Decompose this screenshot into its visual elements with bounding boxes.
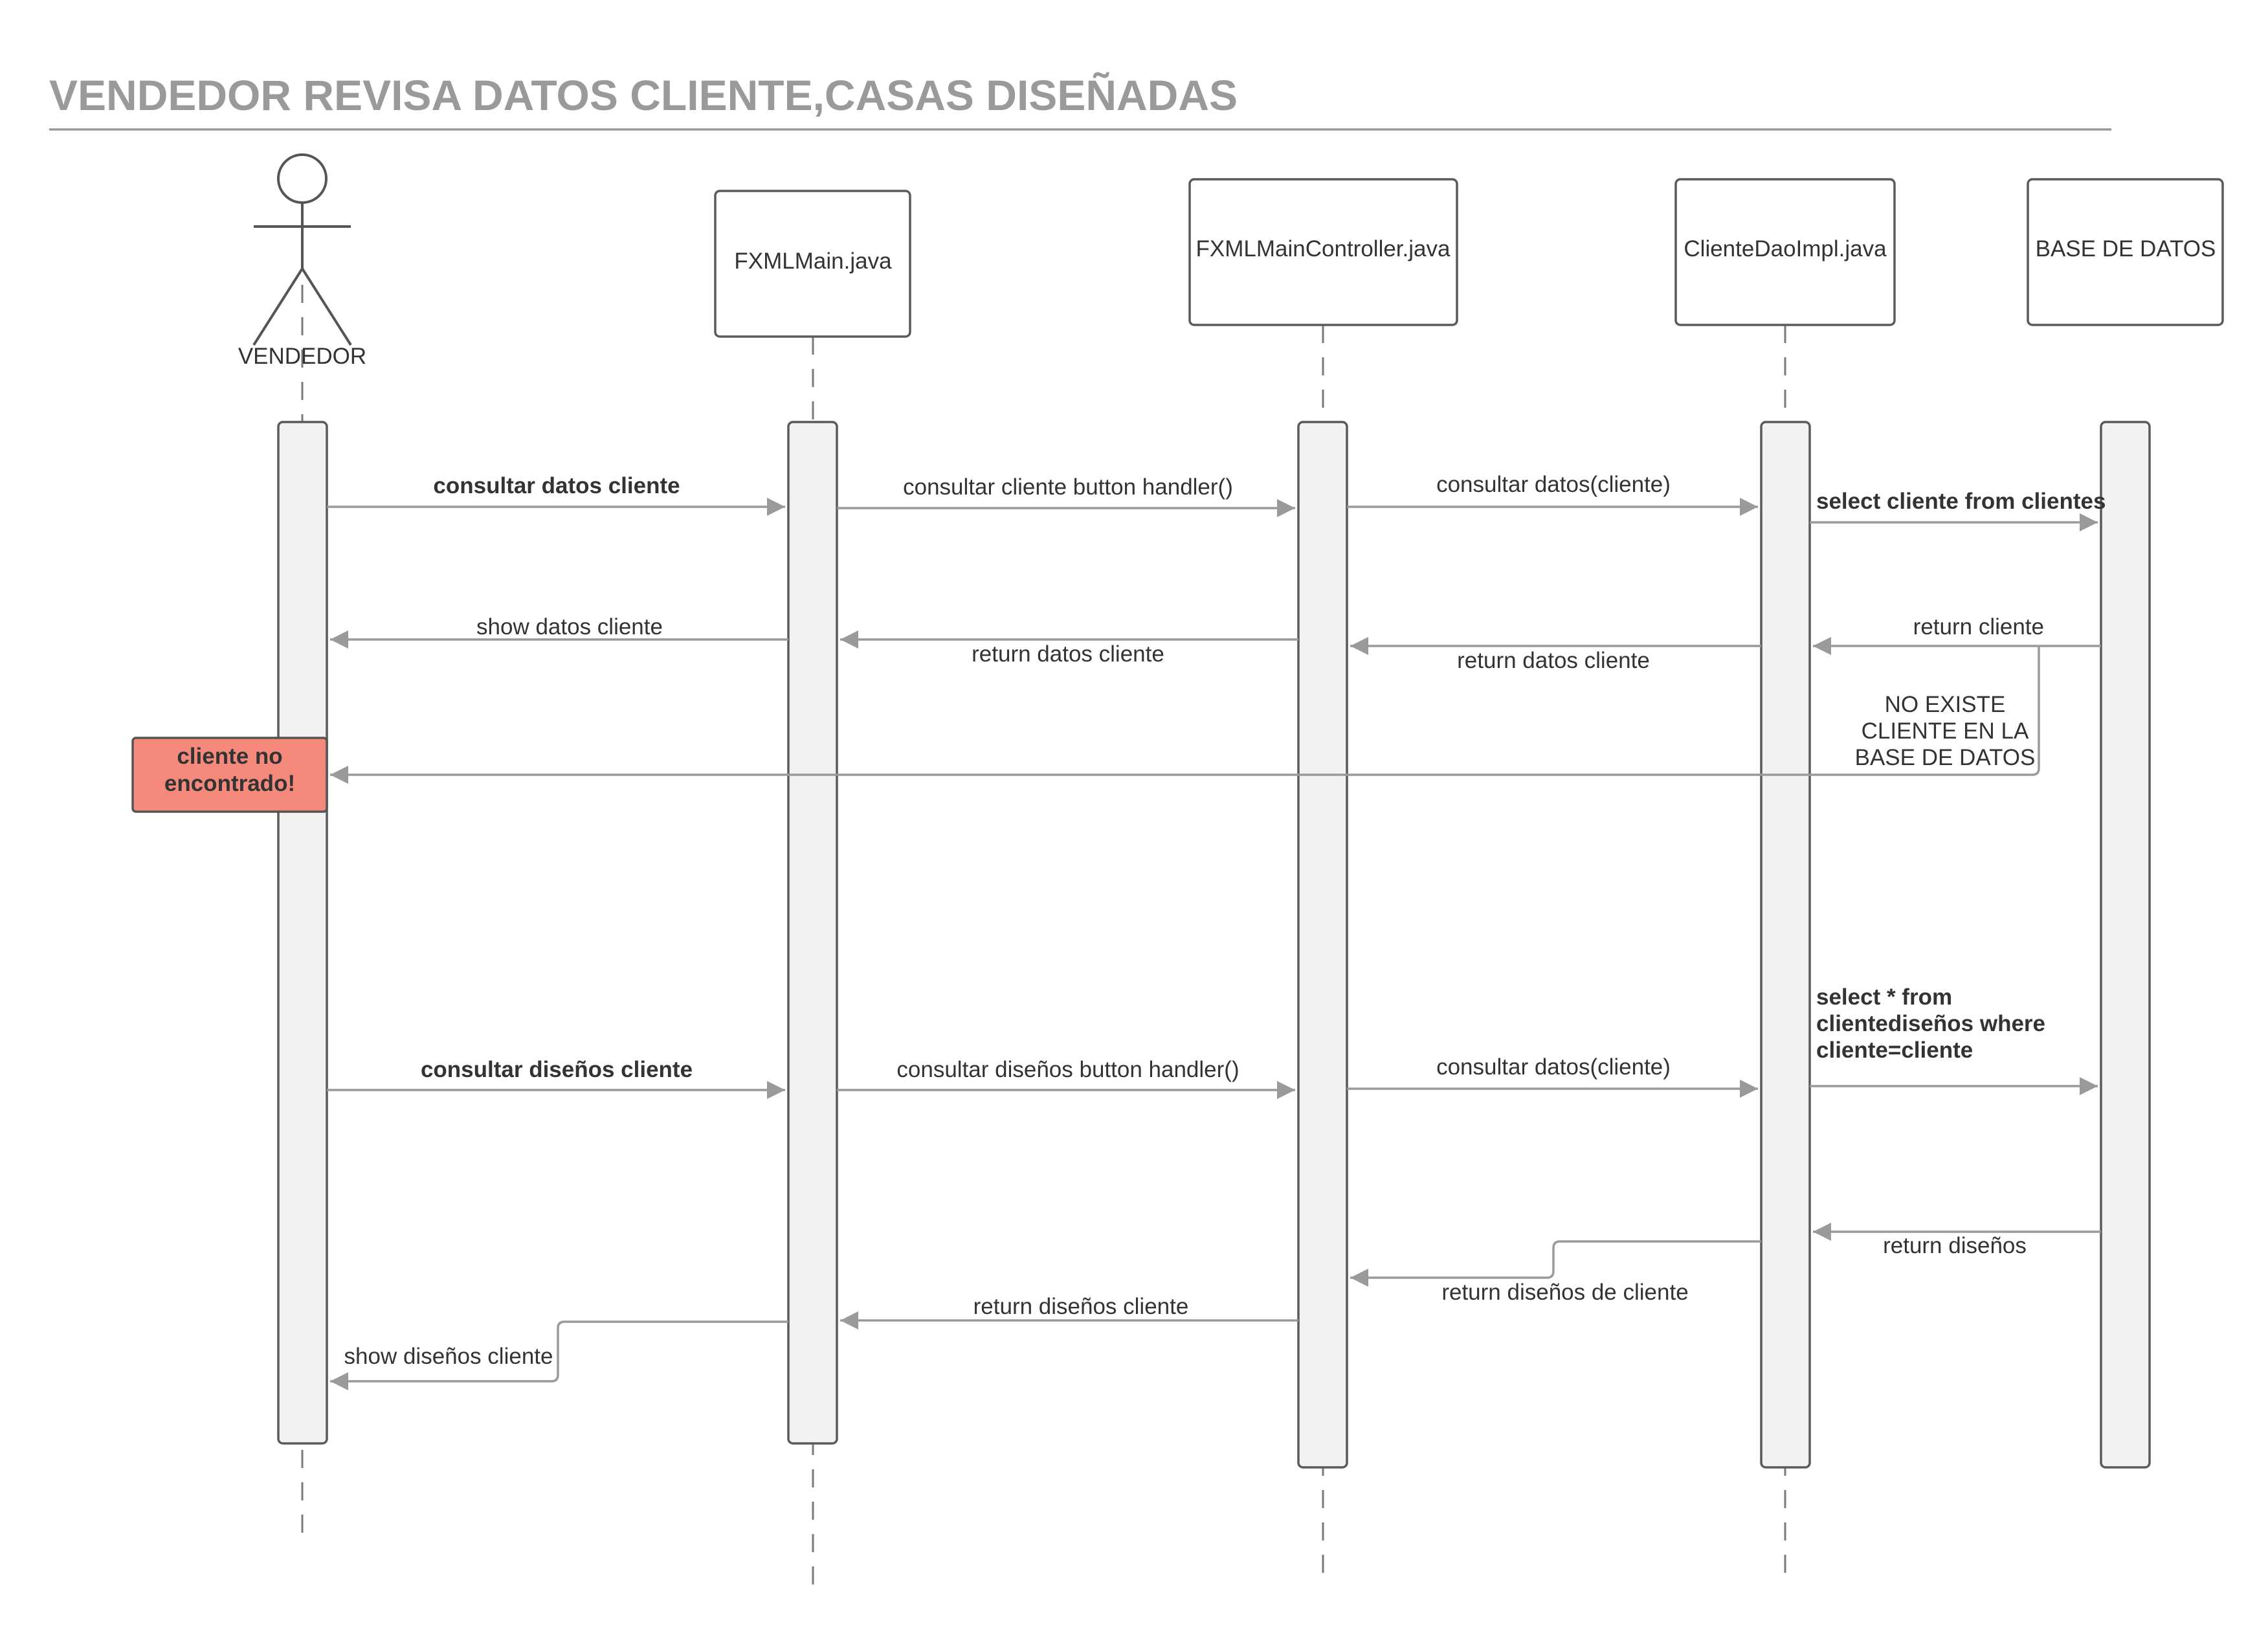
- participant-box-controller: [1188, 178, 1458, 326]
- participant-label-dao: ClienteDaoImpl.java: [1684, 236, 1887, 261]
- participant-box-db: [2027, 178, 2224, 326]
- note-line-1: cliente no: [177, 744, 282, 769]
- participant-label-vendedor: VENDEDOR: [238, 344, 366, 369]
- message-label-line-2: CLIENTE EN LA: [1862, 718, 2029, 744]
- activation-vendedor: [277, 421, 328, 1445]
- message-label: return datos cliente: [972, 641, 1164, 667]
- message-consultar-datos-2: consultar datos(cliente): [1347, 1054, 1758, 1098]
- note-cliente-no-encontrado: cliente no encontrado!: [131, 737, 328, 813]
- message-select-disenos: select * from clientediseños where clien…: [1810, 984, 2098, 1095]
- actor-left-leg: [252, 267, 304, 346]
- message-label: select cliente from clientes: [1816, 489, 2106, 514]
- message-label: consultar datos(cliente): [1436, 1054, 1671, 1080]
- participant-db: BASE DE DATOS: [2027, 178, 2224, 326]
- message-arrow: [330, 1320, 788, 1390]
- message-consultar-disenos-cliente: consultar diseños cliente: [327, 1057, 785, 1099]
- message-label: return diseños cliente: [973, 1294, 1189, 1319]
- message-label-line-3: BASE DE DATOS: [1855, 745, 2036, 770]
- participant-box-dao: [1674, 178, 1896, 326]
- actor-right-leg: [301, 267, 352, 346]
- message-label-line-2: clientediseños where: [1816, 1011, 2045, 1036]
- message-label: consultar datos cliente: [433, 473, 680, 498]
- message-arrow: [1350, 1240, 1761, 1287]
- participant-dao: ClienteDaoImpl.java: [1674, 178, 1896, 326]
- participant-label-controller: FXMLMainController.java: [1196, 236, 1451, 261]
- activation-db: [2100, 421, 2151, 1469]
- message-label: return cliente: [1913, 614, 2044, 640]
- message-label: consultar diseños button handler(): [896, 1057, 1239, 1082]
- note-box: [131, 737, 328, 813]
- message-no-existe-cliente: NO EXISTE CLIENTE EN LA BASE DE DATOS: [330, 646, 2040, 784]
- message-return-cliente: return cliente: [1813, 614, 2101, 655]
- message-label: return diseños de cliente: [1441, 1280, 1688, 1305]
- diagram-title: VENDEDOR REVISA DATOS CLIENTE,CASAS DISE…: [49, 71, 1238, 119]
- message-show-disenos-cliente: show diseños cliente: [330, 1320, 788, 1390]
- message-label: show diseños cliente: [344, 1344, 553, 1369]
- message-return-datos-cliente-dao: return datos cliente: [1350, 637, 1761, 673]
- message-return-disenos: return diseños: [1813, 1223, 2101, 1258]
- message-consultar-datos-cliente: consultar datos cliente: [327, 473, 785, 516]
- message-label-line-1: NO EXISTE: [1885, 692, 2006, 717]
- message-label-line-1: select * from: [1816, 984, 1952, 1010]
- message-label: return datos cliente: [1457, 648, 1650, 673]
- message-label: return diseños: [1883, 1233, 2027, 1258]
- actor-vendedor: VENDEDOR: [238, 153, 366, 369]
- message-label: consultar diseños cliente: [421, 1057, 693, 1082]
- participant-controller: FXMLMainController.java: [1188, 178, 1458, 326]
- participant-fxmlmain: FXMLMain.java: [714, 190, 911, 338]
- message-show-datos-cliente: show datos cliente: [330, 614, 788, 649]
- activation-dao: [1760, 421, 1811, 1469]
- message-return-disenos-de-cliente: return diseños de cliente: [1350, 1240, 1761, 1305]
- activation-controller: [1297, 421, 1348, 1469]
- message-label: show datos cliente: [476, 614, 663, 640]
- participant-box-fxmlmain: [714, 190, 911, 338]
- message-consultar-datos: consultar datos(cliente): [1347, 472, 1758, 516]
- message-label-line-3: cliente=cliente: [1816, 1038, 1973, 1063]
- actor-head-icon: [277, 153, 328, 204]
- message-return-datos-cliente-controller: return datos cliente: [840, 630, 1298, 667]
- message-select-cliente: select cliente from clientes: [1810, 489, 2106, 531]
- message-label: consultar datos(cliente): [1436, 472, 1671, 497]
- message-return-disenos-cliente: return diseños cliente: [840, 1294, 1298, 1329]
- message-button-handler: consultar cliente button handler(): [837, 474, 1295, 517]
- participant-label-fxmlmain: FXMLMain.java: [734, 249, 892, 274]
- message-label: consultar cliente button handler(): [903, 474, 1233, 500]
- participant-label-db: BASE DE DATOS: [2036, 236, 2216, 261]
- activation-fxmlmain: [787, 421, 838, 1445]
- message-disenos-button-handler: consultar diseños button handler(): [837, 1057, 1295, 1099]
- message-arrow: [330, 646, 2040, 784]
- note-line-2: encontrado!: [164, 771, 295, 796]
